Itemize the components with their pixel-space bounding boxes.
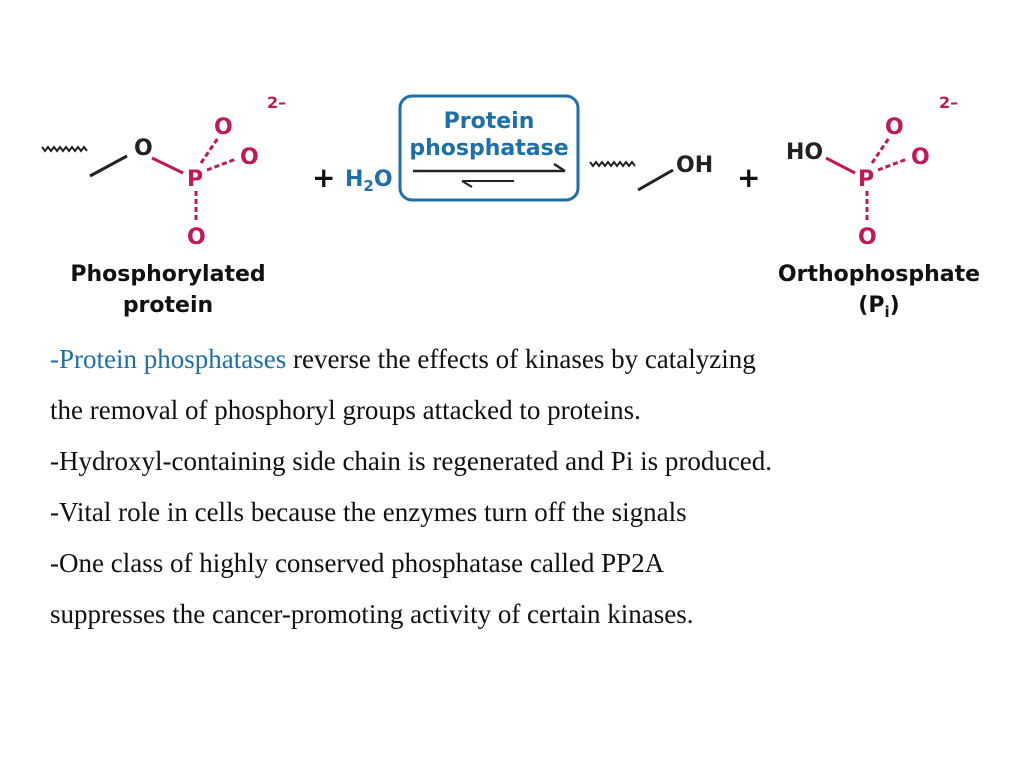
bullet-3: -Vital role in cells because the enzymes…: [50, 497, 687, 527]
ester-oxygen-label: O: [134, 136, 153, 161]
ho-label: HO: [786, 140, 823, 165]
pi-prefix: (P: [858, 293, 884, 318]
bullet-2: -Hydroxyl-containing side chain is regen…: [50, 446, 773, 476]
right-oxygen-right-label: O: [911, 145, 930, 170]
bullet-text-block: -Protein phosphatases reverse the effect…: [50, 334, 990, 640]
protein-chain-wavy-bond: [41, 145, 88, 153]
bullet-1-rest: reverse the effects of kinases by cataly…: [286, 344, 756, 374]
oxygen-bottom-label: O: [187, 225, 206, 250]
hydroxyl-label: OH: [676, 153, 713, 178]
reverse-arrow-head: [461, 180, 473, 188]
phosphorylated-protein-structure: O P O O O 2–: [41, 93, 286, 250]
p-o-top-bond: [199, 137, 220, 164]
orthophosphate-caption-line1: Orthophosphate: [778, 262, 980, 287]
right-p-o-right-bond: [877, 157, 908, 172]
dephosphorylated-protein-structure: OH: [589, 153, 713, 192]
bullet-4-line-2: suppresses the cancer-promoting activity…: [50, 599, 694, 629]
water-h: H: [345, 167, 363, 192]
enzyme-box-border: [398, 94, 580, 202]
ho-p-bond: [825, 156, 856, 175]
oxygen-right-label: O: [240, 145, 259, 170]
right-phosphorus-label: P: [858, 167, 874, 192]
right-charge-label: 2–: [939, 93, 958, 112]
right-p-o-top-bond: [870, 137, 891, 164]
p-o-right-bond: [206, 157, 237, 172]
carbon-bond: [89, 154, 128, 178]
orthophosphate-caption-line2: (Pi): [858, 293, 899, 321]
phosphorus-label: P: [187, 167, 203, 192]
water-label: H2O: [345, 167, 393, 195]
product-chain-wavy-bond: [589, 160, 636, 168]
right-oxygen-top-label: O: [885, 115, 904, 140]
product-carbon-bond: [637, 168, 674, 192]
phosphorylated-caption-line1: Phosphorylated: [70, 262, 265, 287]
enzyme-label-line1: Protein: [444, 109, 535, 134]
oxygen-top-label: O: [214, 115, 233, 140]
plus-sign-1: +: [312, 161, 335, 194]
right-oxygen-bottom-label: O: [858, 225, 877, 250]
pi-subscript: i: [884, 303, 889, 321]
forward-arrow-head: [553, 162, 566, 173]
bullet-4-line-1: -One class of highly conserved phosphata…: [50, 548, 665, 578]
plus-sign-2: +: [737, 161, 760, 194]
phosphorylated-caption-line2: protein: [123, 293, 213, 318]
bullet-1-line-1: -Protein phosphatases reverse the effect…: [50, 334, 990, 385]
water-o: O: [374, 167, 393, 192]
enzyme-label-line2: phosphatase: [409, 136, 568, 161]
protein-phosphatases-term: -Protein phosphatases: [50, 344, 287, 374]
charge-label: 2–: [267, 93, 286, 112]
water-subscript: 2: [363, 177, 373, 195]
protein-phosphatase-box: Protein phosphatase: [398, 94, 580, 202]
pi-suffix: ): [890, 293, 900, 318]
o-p-bond: [151, 156, 184, 175]
bullet-1-line-2: the removal of phosphoryl groups attacke…: [50, 395, 641, 425]
orthophosphate-structure: HO P O O O 2–: [786, 93, 958, 250]
reaction-diagram: O P O O O 2– Phosphorylated protein + H2…: [41, 93, 980, 321]
